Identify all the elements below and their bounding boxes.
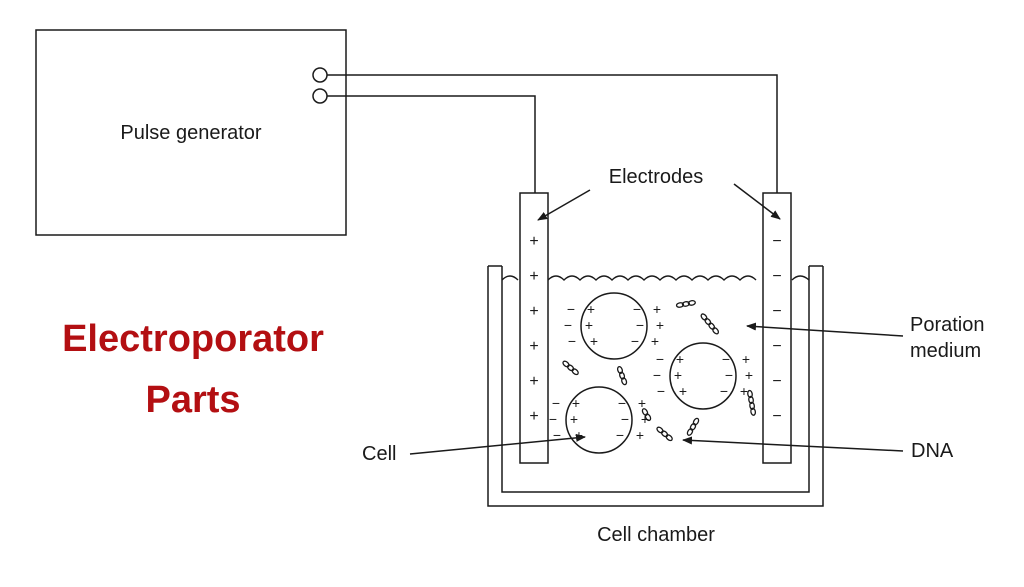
svg-text:−: − (631, 333, 639, 349)
poration-medium-label-line1: Poration (910, 314, 985, 336)
dna-strand-icon (675, 300, 696, 308)
svg-text:−: − (722, 351, 730, 367)
svg-text:−: − (636, 317, 644, 333)
svg-text:+: + (656, 317, 664, 333)
cell-chamber (487, 265, 824, 507)
plus-sign: + (529, 408, 538, 425)
cell-icon: + + + − − − − − − + + + (564, 292, 664, 360)
svg-text:+: + (636, 427, 644, 443)
negative-electrode-signs: − − − − − − (772, 233, 781, 425)
svg-text:+: + (575, 427, 583, 443)
svg-text:+: + (572, 395, 580, 411)
svg-text:+: + (653, 301, 661, 317)
svg-text:−: − (633, 301, 641, 317)
svg-text:−: − (657, 383, 665, 399)
svg-text:−: − (552, 395, 560, 411)
svg-text:−: − (567, 301, 575, 317)
svg-text:+: + (679, 383, 687, 399)
svg-text:−: − (621, 411, 629, 427)
svg-text:−: − (656, 351, 664, 367)
dna-strand-icon (616, 365, 628, 386)
terminal-icon (312, 88, 328, 104)
svg-text:−: − (720, 383, 728, 399)
cell-icon: + + + − − − − − − + + + (653, 342, 753, 410)
svg-text:−: − (653, 367, 661, 383)
svg-text:+: + (674, 367, 682, 383)
arrow-icon (409, 433, 586, 455)
plus-sign: + (529, 233, 538, 250)
minus-sign: − (772, 338, 781, 355)
svg-text:+: + (745, 367, 753, 383)
arrow-icon (733, 183, 781, 220)
minus-sign: − (772, 408, 781, 425)
wire-to-positive-electrode (327, 95, 536, 193)
dna-strand-icon (641, 408, 652, 422)
page-title-line2: Parts (145, 379, 240, 421)
dna-strand-icon (686, 417, 700, 436)
pulse-generator-label: Pulse generator (120, 122, 262, 144)
svg-text:+: + (585, 317, 593, 333)
positive-electrode (519, 192, 549, 464)
svg-text:−: − (553, 427, 561, 443)
svg-text:+: + (587, 301, 595, 317)
svg-text:+: + (570, 411, 578, 427)
cell-label: Cell (362, 443, 396, 465)
pulse-generator-box (35, 29, 347, 236)
wire-to-negative-electrode (327, 74, 778, 193)
svg-text:−: − (568, 333, 576, 349)
arrow-icon (682, 436, 904, 452)
svg-text:+: + (590, 333, 598, 349)
dna-strand-icon (747, 389, 757, 416)
dna-strands (562, 300, 757, 442)
svg-text:+: + (638, 395, 646, 411)
dna-strand-icon (700, 313, 720, 335)
positive-electrode-signs: + + + + + + (529, 233, 538, 425)
minus-sign: − (772, 303, 781, 320)
svg-text:+: + (651, 333, 659, 349)
cell-icon: + + + − − − − − − + + + (549, 386, 649, 454)
dna-strand-icon (656, 426, 673, 442)
svg-text:+: + (641, 411, 649, 427)
plus-sign: + (529, 373, 538, 390)
minus-sign: − (772, 373, 781, 390)
minus-sign: − (772, 233, 781, 250)
arrow-icon (537, 189, 591, 221)
svg-text:−: − (616, 427, 624, 443)
cell-chamber-label: Cell chamber (597, 524, 715, 546)
svg-text:−: − (549, 411, 557, 427)
dna-label: DNA (911, 440, 954, 462)
medium-surface (501, 275, 810, 281)
plus-sign: + (529, 268, 538, 285)
electrodes-label: Electrodes (609, 166, 704, 188)
plus-sign: + (529, 338, 538, 355)
arrow-icon (746, 322, 904, 337)
svg-text:−: − (725, 367, 733, 383)
plus-sign: + (529, 303, 538, 320)
svg-text:−: − (618, 395, 626, 411)
svg-text:+: + (742, 351, 750, 367)
dna-strand-icon (562, 360, 579, 376)
page-title-line1: Electroporator (62, 318, 324, 360)
svg-text:+: + (740, 383, 748, 399)
minus-sign: − (772, 268, 781, 285)
poration-medium-label-line2: medium (910, 340, 981, 362)
terminal-icon (312, 67, 328, 83)
svg-text:+: + (676, 351, 684, 367)
svg-text:−: − (564, 317, 572, 333)
